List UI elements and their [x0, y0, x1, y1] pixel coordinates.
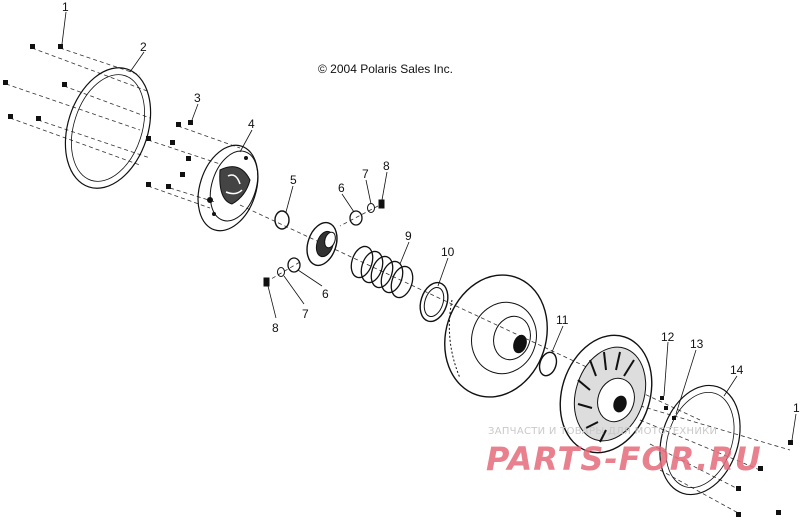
watermark-brand: PARTS-FOR.RU: [486, 440, 762, 478]
callout-11: 11: [556, 313, 569, 327]
callout-3: 3: [194, 91, 201, 105]
callout-7-lower: 7: [302, 307, 309, 321]
callout-6-lower: 6: [322, 287, 329, 301]
bolts-left: [3, 44, 193, 189]
part-14-gasket: [659, 384, 741, 496]
part-9-spring: [350, 245, 414, 299]
callout-5: 5: [290, 173, 297, 187]
watermark-caption: ЗАПЧАСТИ И ТОВАРЫ ДЛЯ МОТОТЕХНИКИ: [488, 426, 718, 437]
callout-9: 9: [405, 229, 412, 243]
part-2-gasket: [64, 67, 152, 189]
callout-12: 12: [661, 330, 675, 344]
callout-8: 8: [383, 159, 390, 173]
part-11-ring: [538, 351, 558, 377]
fixed-sheave: [559, 334, 653, 454]
callout-14: 14: [730, 363, 744, 377]
part-5-ring: [274, 210, 290, 230]
bolts-right: [736, 440, 793, 517]
callout-2: 2: [140, 40, 147, 54]
bearing-assembly: [306, 221, 338, 267]
copyright-notice: © 2004 Polaris Sales Inc.: [318, 62, 453, 76]
callout-13: 13: [690, 337, 704, 351]
callout-6: 6: [338, 181, 345, 195]
leader-lines: [61, 11, 797, 441]
callout-10: 10: [441, 245, 455, 259]
part-6-7-8-lower: [263, 257, 301, 287]
callout-8-lower: 8: [272, 321, 279, 335]
part-6-7-8-upper: [349, 199, 385, 226]
part-4-cover-assembly: [197, 144, 259, 232]
callout-7: 7: [362, 167, 369, 181]
callout-4: 4: [248, 117, 255, 131]
callout-1: 1: [62, 0, 69, 14]
part-10-ring: [419, 281, 449, 323]
movable-sheave: [444, 274, 548, 398]
callout-labels: 1 2 3 4 5 6 7 8 9 10 11 12 13 14 1 6 7 8: [62, 0, 800, 415]
callout-1-right: 1: [793, 401, 800, 415]
part-12-13-fasteners: [660, 396, 676, 420]
